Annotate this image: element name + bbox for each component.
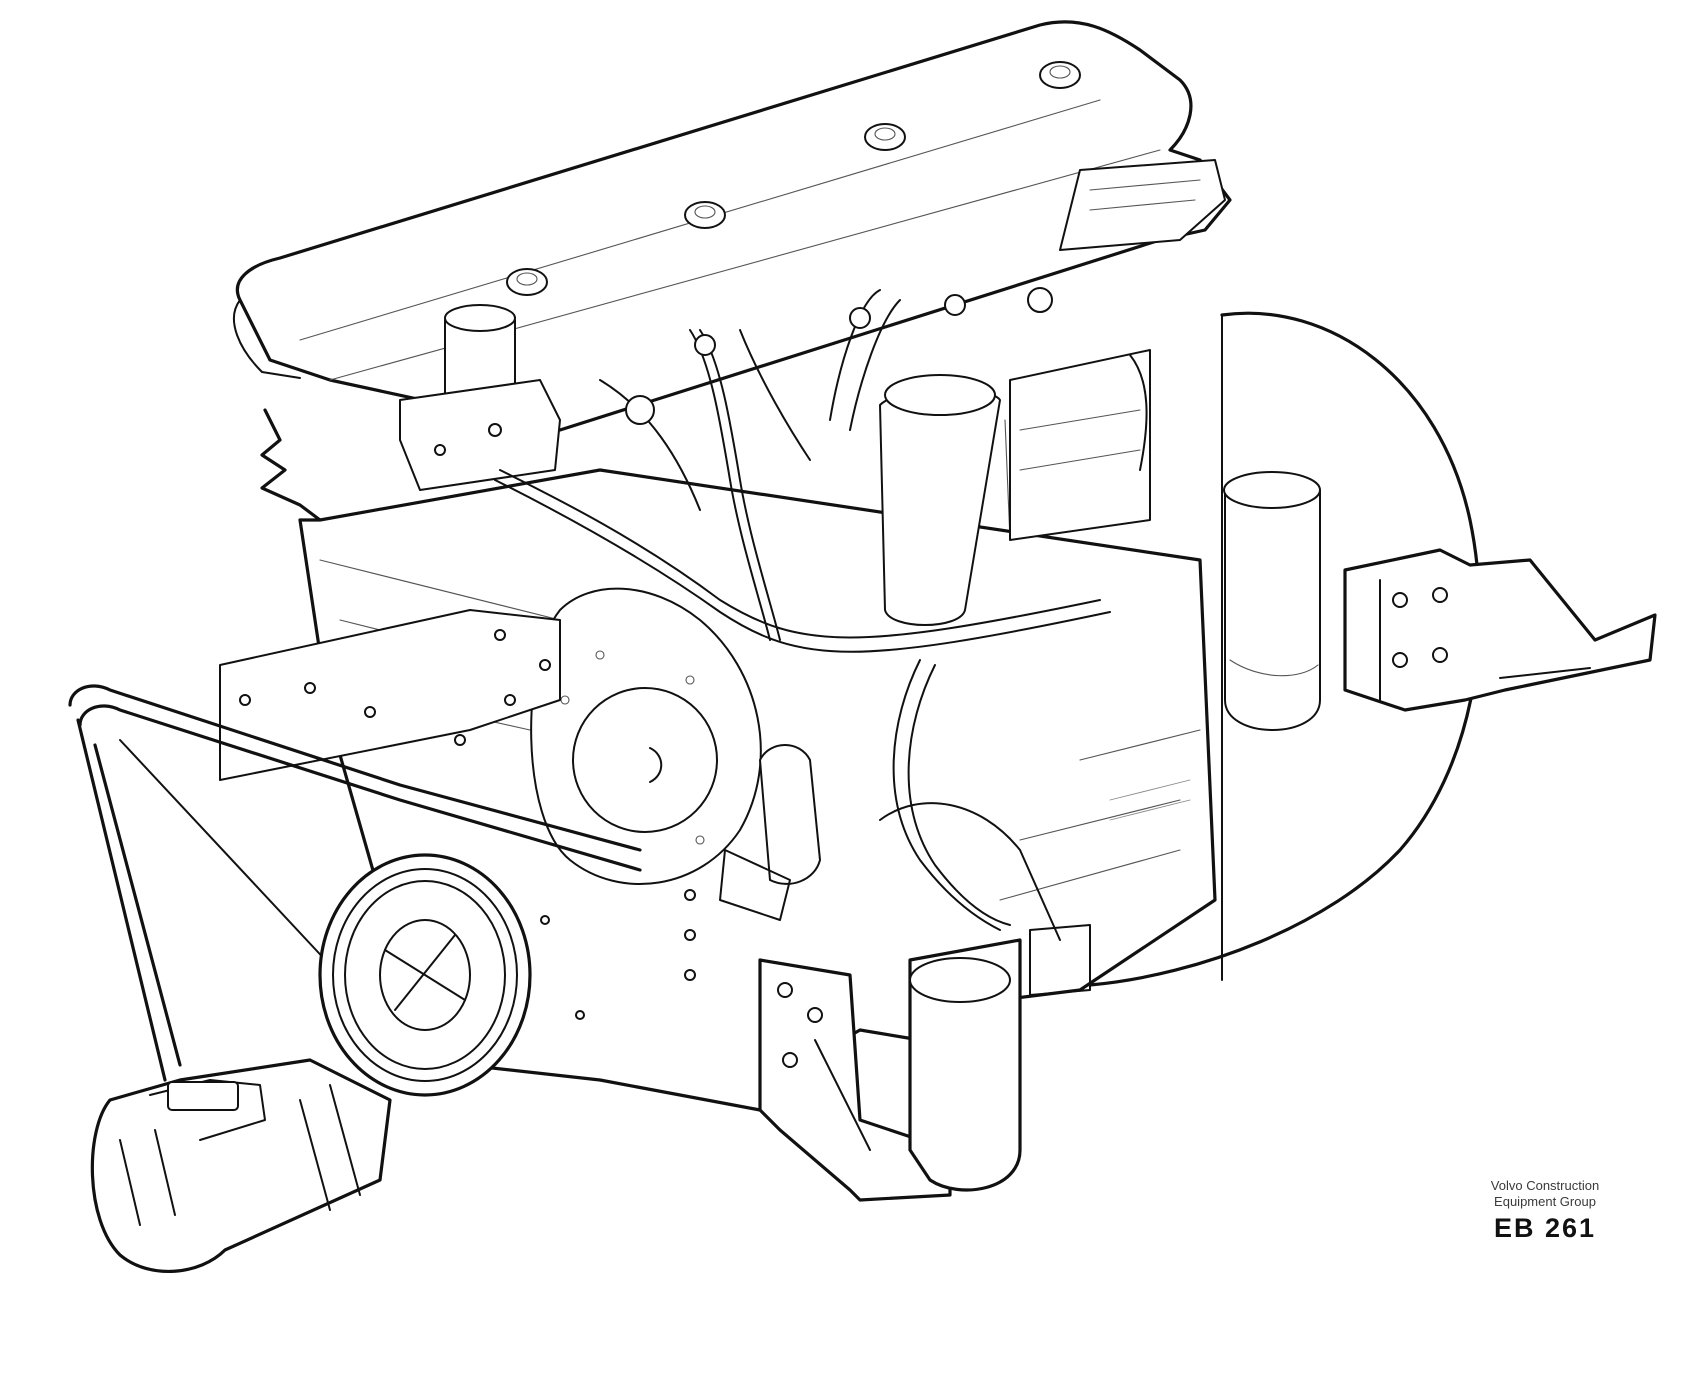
front-plate <box>219 609 561 781</box>
caption-line-2: Equipment Group <box>1494 1194 1596 1209</box>
head-edge <box>260 408 322 522</box>
drive-belt <box>68 684 642 1082</box>
timing-cover <box>530 587 762 885</box>
block-bolts <box>540 889 696 1020</box>
alternator <box>90 1058 392 1273</box>
fuel-filter <box>879 349 1151 626</box>
oil-filler <box>399 304 561 491</box>
caption-line-1: Volvo Construction <box>1490 1178 1600 1193</box>
water-pump <box>719 744 1061 941</box>
diagram-code: EB 261 <box>1493 1213 1597 1243</box>
publisher-caption: Volvo Construction Equipment Group EB 26… <box>1440 1178 1650 1243</box>
rear-mount-bracket <box>1343 548 1657 712</box>
oil-filter <box>1223 471 1321 731</box>
front-mount-bracket <box>758 958 952 1202</box>
fuel-lines <box>494 289 1148 931</box>
injectors <box>625 159 1226 425</box>
starter-motor <box>908 924 1091 1192</box>
crank-pulley <box>318 853 532 1097</box>
